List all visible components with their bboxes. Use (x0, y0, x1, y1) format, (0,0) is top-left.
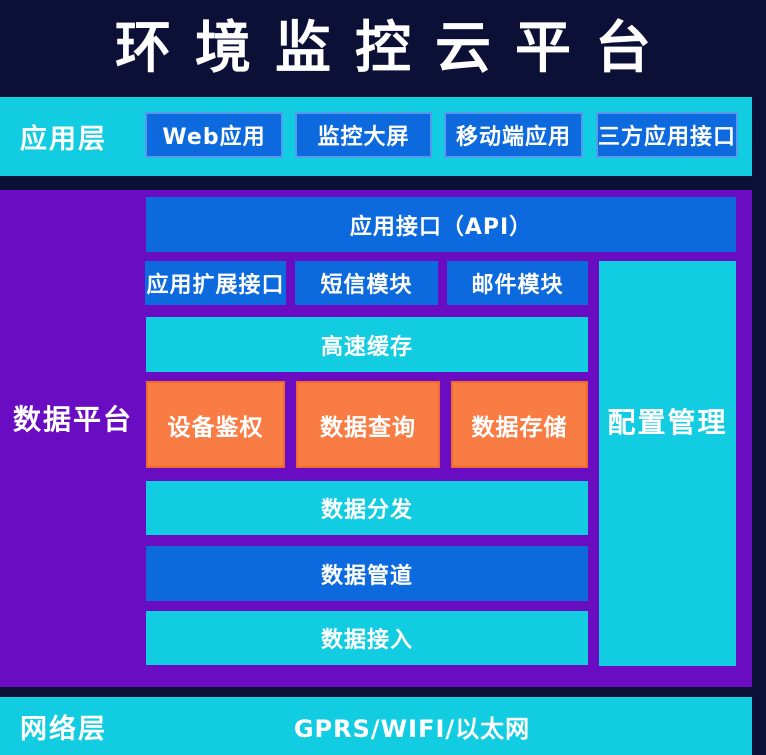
cache-bar: 高速缓存 (146, 317, 588, 372)
access-bar: 数据接入 (146, 611, 588, 665)
data-platform-section: 数据平台 应用接口（API） 应用扩展接口 短信模块 邮件模块 高速缓存 设备鉴… (0, 190, 752, 687)
network-layer-label: 网络层 (20, 713, 107, 745)
service-block-device-auth: 设备鉴权 (146, 381, 285, 468)
module-block-sms: 短信模块 (295, 261, 438, 305)
app-block-monitor-screen: 监控大屏 (295, 112, 432, 158)
distribute-bar: 数据分发 (146, 481, 588, 535)
service-block-data-storage: 数据存储 (451, 381, 588, 468)
network-protocols-text: GPRS/WIFI/以太网 (293, 714, 531, 743)
service-block-data-query: 数据查询 (296, 381, 440, 468)
title-band: 环境监控云平台 (0, 0, 766, 97)
data-platform-label: 数据平台 (12, 403, 133, 436)
api-bar: 应用接口（API） (146, 197, 736, 252)
config-management-label: 配置管理 (607, 406, 728, 439)
app-block-third-party-api: 三方应用接口 (596, 112, 738, 158)
page-title: 环境监控云平台 (115, 15, 675, 81)
app-block-web: Web应用 (145, 112, 283, 158)
app-block-mobile: 移动端应用 (444, 112, 583, 158)
network-layer-band: 网络层 GPRS/WIFI/以太网 (0, 697, 752, 755)
module-block-app-extension: 应用扩展接口 (145, 261, 286, 305)
module-block-mail: 邮件模块 (447, 261, 588, 305)
pipeline-bar: 数据管道 (146, 546, 588, 601)
config-management-column: 配置管理 (599, 261, 736, 666)
application-layer-band: 应用层 Web应用 监控大屏 移动端应用 三方应用接口 (0, 97, 752, 176)
application-layer-label: 应用层 (20, 124, 107, 155)
